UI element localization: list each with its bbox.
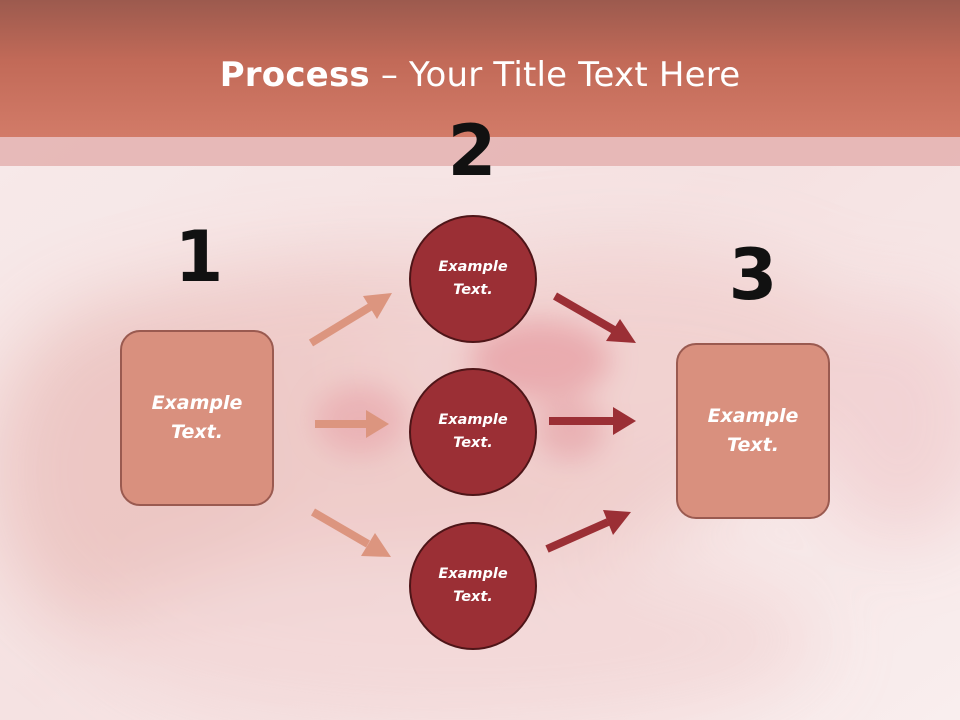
step-1-box[interactable]: Example Text. [120, 330, 274, 506]
step-number-1: 1 [174, 216, 224, 298]
step-2-circle-bottom[interactable]: Example Text. [409, 522, 537, 650]
title-bar [0, 0, 960, 137]
step-2-circle-top-text: Example Text. [438, 259, 508, 298]
step-2-circle-middle-text: Example Text. [438, 412, 508, 451]
step-2-circle-bottom-text: Example Text. [438, 566, 508, 605]
arrow-box1-to-middle [315, 410, 389, 438]
slide-title-rest: – Your Title Text Here [369, 55, 741, 95]
step-2-circle-top[interactable]: Example Text. [409, 215, 537, 343]
step-3-text: Example Text. [707, 405, 799, 456]
step-number-3: 3 [728, 234, 778, 316]
arrow-bottom-to-box3 [545, 510, 631, 553]
title-bar-strip [0, 137, 960, 166]
arrow-top-to-box3 [553, 292, 636, 343]
step-number-2: 2 [447, 110, 497, 192]
step-3-box[interactable]: Example Text. [676, 343, 830, 519]
slide-title[interactable]: Process – Your Title Text Here [0, 54, 960, 96]
arrow-box1-to-bottom [310, 508, 391, 557]
arrow-box1-to-top [308, 293, 392, 347]
arrow-middle-to-box3 [549, 407, 636, 435]
step-2-circle-middle[interactable]: Example Text. [409, 368, 537, 496]
slide-title-bold: Process [219, 55, 370, 95]
step-1-text: Example Text. [151, 392, 243, 443]
